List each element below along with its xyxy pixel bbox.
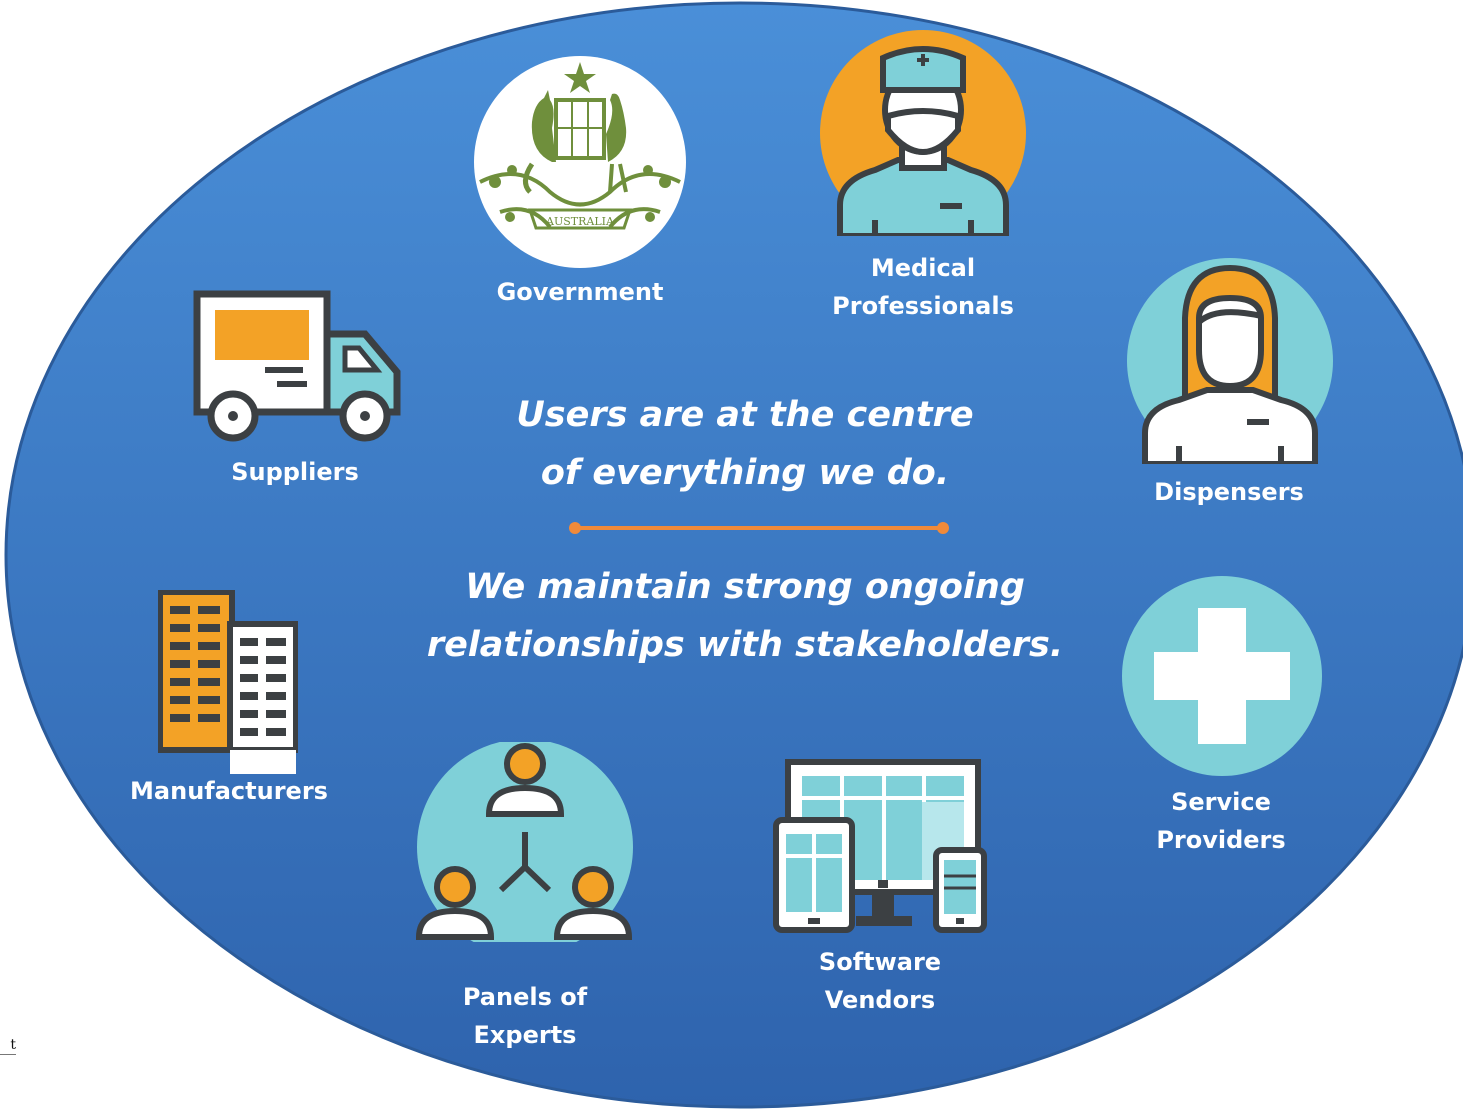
- doctor-icon: [820, 30, 1026, 236]
- network-people-icon: [415, 739, 633, 955]
- medical-cross-icon: [1122, 576, 1322, 776]
- dispensers-item: [1127, 258, 1333, 464]
- service-providers-item: [1122, 576, 1322, 776]
- service-providers-label: Service Providers: [1156, 788, 1286, 854]
- buildings-icon: [157, 589, 299, 774]
- corner-text-fragment: t: [0, 1036, 16, 1055]
- medical-professional-item: [820, 30, 1026, 236]
- manufacturers-item: [157, 589, 299, 775]
- government-emblem: AUSTRALIA: [460, 42, 700, 282]
- dispenser-person-icon: [1127, 258, 1333, 464]
- devices-icon: [773, 759, 987, 933]
- software-vendors-item: [772, 758, 988, 934]
- orange-divider: [569, 522, 949, 534]
- emblem-ribbon-text: AUSTRALIA: [545, 215, 615, 228]
- panels-of-experts-label: Panels of Experts: [462, 983, 588, 1049]
- suppliers-item: [193, 290, 401, 442]
- government-label: Government: [496, 278, 664, 306]
- dispensers-label: Dispensers: [1154, 478, 1304, 506]
- manufacturers-label: Manufacturers: [130, 777, 328, 805]
- coat-of-arms-emblem-icon: AUSTRALIA: [474, 56, 686, 268]
- software-vendors-label: Software Vendors: [818, 948, 942, 1014]
- stakeholder-relationship-statement: We maintain strong ongoing relationships…: [426, 567, 1064, 665]
- truck-icon: [193, 290, 401, 442]
- panels-item: [415, 739, 635, 955]
- suppliers-label: Suppliers: [231, 458, 359, 486]
- users-centre-statement: Users are at the centre of everything we…: [516, 395, 974, 493]
- medical-professionals-label: Medical Professionals: [832, 254, 1014, 320]
